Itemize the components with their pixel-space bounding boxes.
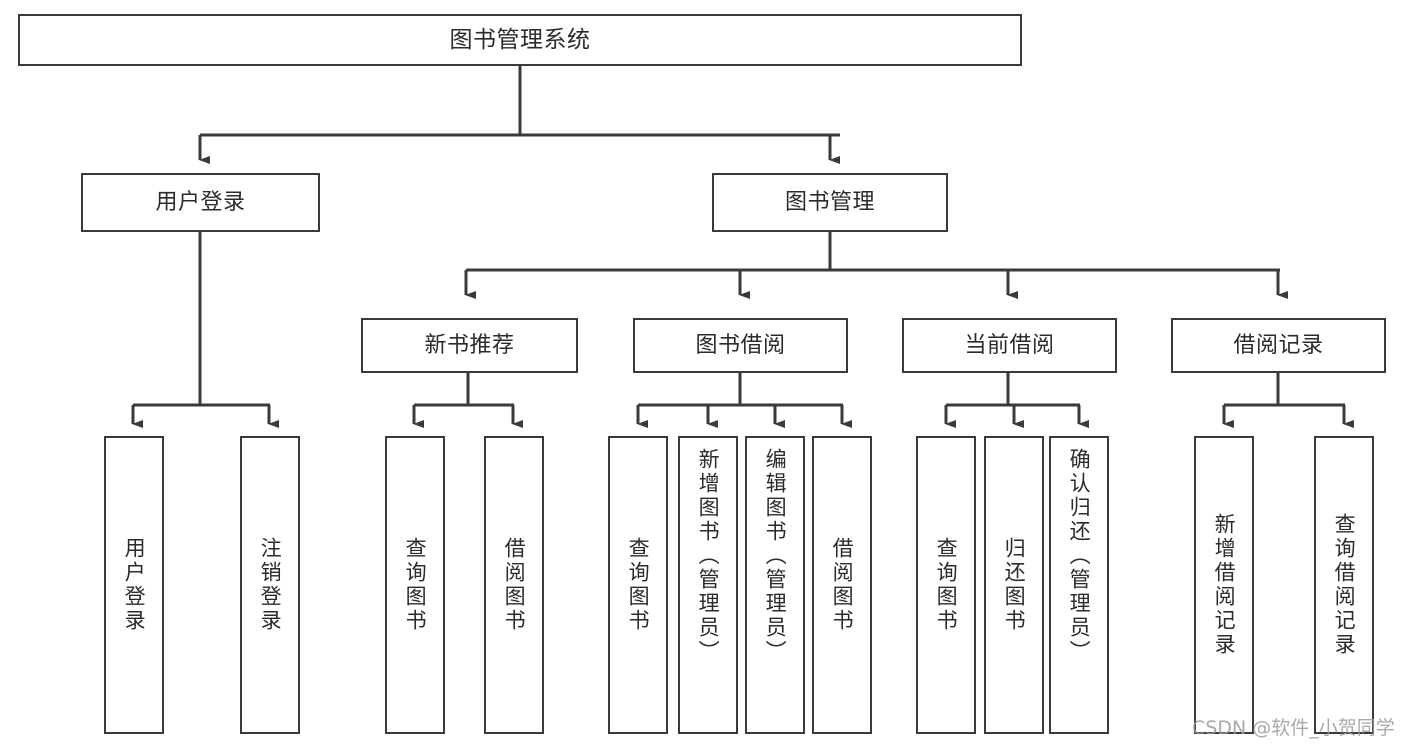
node-borrow-record[interactable]: 借阅记录 bbox=[1171, 318, 1386, 373]
node-label: 注销登录 bbox=[258, 537, 283, 633]
node-label: 图书借阅 bbox=[695, 332, 786, 358]
node-book-borrow[interactable]: 图书借阅 bbox=[633, 318, 848, 373]
leaf-add-book-admin[interactable]: 新增图书（管理员） bbox=[678, 436, 738, 734]
node-label: 图书管理系统 bbox=[449, 26, 591, 53]
node-label: 借阅图书 bbox=[502, 537, 527, 633]
leaf-add-borrow-record[interactable]: 新增借阅记录 bbox=[1194, 436, 1254, 734]
leaf-query-book-borrow[interactable]: 查询图书 bbox=[608, 436, 668, 734]
node-label: 当前借阅 bbox=[964, 332, 1055, 358]
node-label: 查询图书 bbox=[403, 537, 428, 633]
node-label: 新增借阅记录 bbox=[1212, 513, 1237, 657]
node-label: 用户登录 bbox=[122, 537, 147, 633]
node-label: 新增图书（管理员） bbox=[696, 448, 721, 664]
node-current-borrow[interactable]: 当前借阅 bbox=[902, 318, 1117, 373]
watermark-text: CSDN @软件_小贺同学 bbox=[1192, 717, 1395, 739]
node-label: 归还图书 bbox=[1002, 537, 1027, 633]
node-label: 查询图书 bbox=[626, 537, 651, 633]
leaf-borrow-book[interactable]: 借阅图书 bbox=[812, 436, 872, 734]
leaf-edit-book-admin[interactable]: 编辑图书（管理员） bbox=[745, 436, 805, 734]
node-label: 查询图书 bbox=[934, 537, 959, 633]
node-user-login[interactable]: 用户登录 bbox=[81, 173, 320, 232]
node-label: 查询借阅记录 bbox=[1332, 513, 1357, 657]
leaf-logout[interactable]: 注销登录 bbox=[240, 436, 300, 734]
node-label: 图书管理 bbox=[784, 189, 875, 215]
node-label: 借阅图书 bbox=[830, 537, 855, 633]
leaf-query-book-recommend[interactable]: 查询图书 bbox=[385, 436, 445, 734]
node-book-management[interactable]: 图书管理 bbox=[712, 173, 948, 232]
leaf-query-borrow-record[interactable]: 查询借阅记录 bbox=[1314, 436, 1374, 734]
leaf-borrow-book-recommend[interactable]: 借阅图书 bbox=[484, 436, 544, 734]
node-root-system[interactable]: 图书管理系统 bbox=[18, 14, 1022, 66]
leaf-confirm-return-admin[interactable]: 确认归还（管理员） bbox=[1049, 436, 1109, 734]
leaf-user-login[interactable]: 用户登录 bbox=[104, 436, 164, 734]
node-label: 编辑图书（管理员） bbox=[763, 448, 788, 664]
node-label: 用户登录 bbox=[155, 189, 246, 215]
node-label: 新书推荐 bbox=[424, 332, 515, 358]
node-label: 确认归还（管理员） bbox=[1067, 448, 1092, 664]
leaf-query-book-current[interactable]: 查询图书 bbox=[916, 436, 976, 734]
node-label: 借阅记录 bbox=[1233, 332, 1324, 358]
leaf-return-book[interactable]: 归还图书 bbox=[984, 436, 1044, 734]
node-new-book-recommend[interactable]: 新书推荐 bbox=[361, 318, 578, 373]
